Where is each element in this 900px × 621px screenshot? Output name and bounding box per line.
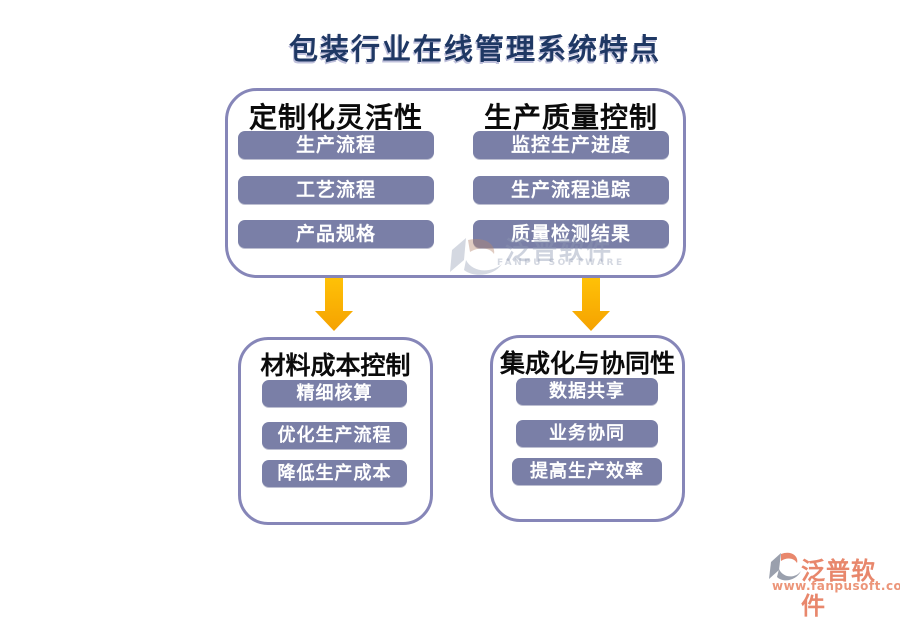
down-arrow-icon (315, 278, 353, 331)
column-heading-customization: 定制化灵活性 (248, 101, 423, 134)
column-heading-quality-control: 生产质量控制 (483, 101, 658, 134)
box-heading-integration: 集成化与协同性 (499, 349, 675, 378)
page-title: 包装行业在线管理系统特点 (288, 32, 661, 66)
pill-business-collaboration: 业务协同 (516, 420, 658, 447)
down-arrow-icon (572, 278, 610, 331)
pill-quality-test-result: 质量检测结果 (473, 220, 669, 248)
pill-fine-accounting: 精细核算 (262, 380, 407, 407)
footer-logo-url: www.fanpusoft.com (772, 579, 900, 593)
pill-production-process: 生产流程 (238, 131, 434, 159)
pill-optimize-process: 优化生产流程 (262, 422, 407, 449)
box-heading-material-cost: 材料成本控制 (260, 351, 411, 380)
pill-reduce-cost: 降低生产成本 (262, 460, 407, 487)
fanpu-logo-icon (769, 552, 801, 581)
pill-data-sharing: 数据共享 (516, 378, 658, 405)
pill-process-tracking: 生产流程追踪 (473, 176, 669, 204)
pill-improve-efficiency: 提高生产效率 (512, 458, 662, 485)
pill-craft-process: 工艺流程 (238, 176, 434, 204)
pill-monitor-progress: 监控生产进度 (473, 131, 669, 159)
pill-product-spec: 产品规格 (238, 220, 434, 248)
